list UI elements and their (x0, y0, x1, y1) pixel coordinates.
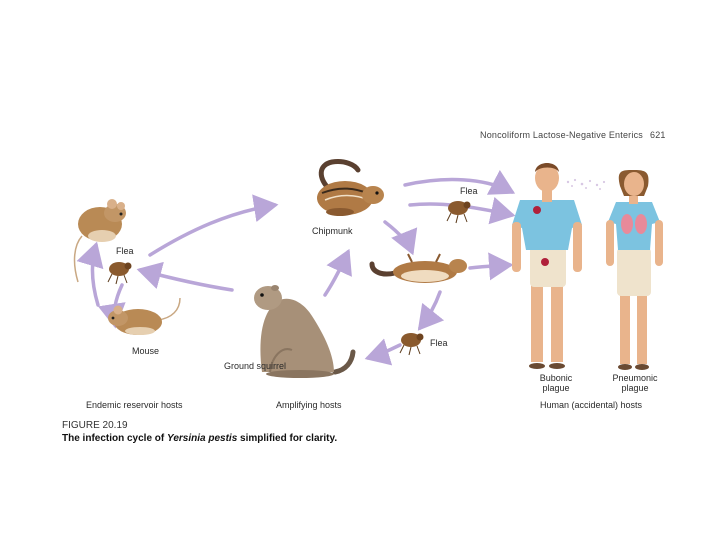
mouse-top-icon (73, 199, 126, 283)
label-chipmunk: Chipmunk (312, 226, 353, 236)
arrow-flea-to-squirrel (364, 338, 402, 366)
woman-pneumonic-plague-figure (606, 170, 663, 370)
caption-suffix: simplified for clarity. (237, 433, 338, 444)
label-flea-left: Flea (116, 246, 134, 256)
label-mouse: Mouse (132, 346, 160, 356)
arrow-mouse-to-flea (76, 241, 104, 307)
aerosol-dots-icon (566, 178, 606, 190)
arrow-dead-chipmunk-to-human (468, 252, 514, 281)
caption-prefix: The infection cycle of (62, 433, 168, 444)
figure-number: FIGURE 20.19 (62, 420, 128, 431)
arrow-squirrel-to-chipmunk (323, 248, 352, 297)
mouse-bottom-icon (108, 297, 181, 335)
label-flea-bottom: Flea (430, 338, 448, 348)
label-ground-squirrel: Ground squirrel (224, 361, 287, 371)
figure-caption: The infection cycle of Yersinia pestis s… (62, 433, 337, 444)
label-pneumonic-plague: Pneumonic plague (608, 373, 662, 393)
arrow-chipmunk-to-human (403, 169, 516, 195)
label-bubonic-line2: plague (542, 383, 570, 393)
ground-squirrel-icon (254, 285, 356, 378)
section-endemic-reservoir-hosts: Endemic reservoir hosts (86, 400, 183, 410)
caption-species: Yersinia pestis (167, 433, 238, 444)
page-number: 621 (650, 130, 666, 140)
dead-chipmunk-icon (369, 253, 467, 283)
arrow-dead-chipmunk-to-flea (417, 290, 445, 331)
section-amplifying-hosts: Amplifying hosts (276, 400, 342, 410)
arrow-chipmunk-to-dead-chipmunk (383, 220, 418, 256)
arrow-squirrel-to-flea-left (136, 261, 234, 292)
label-bubonic-line1: Bubonic (539, 373, 573, 383)
flea-top-icon (446, 201, 471, 224)
flea-bottom-icon (399, 333, 424, 356)
section-human-accidental-hosts: Human (accidental) hosts (540, 400, 643, 410)
flea-left-icon (107, 262, 132, 285)
label-bubonic-plague: Bubonic plague (534, 373, 578, 393)
running-head: Noncoliform Lactose-Negative Enterics (480, 130, 643, 140)
arrow-flea-to-chipmunk (148, 194, 279, 257)
man-bubonic-plague-figure (512, 163, 582, 369)
label-pneumonic-line2: plague (621, 383, 649, 393)
chipmunk-icon (317, 159, 384, 216)
label-flea-top: Flea (460, 186, 478, 196)
label-pneumonic-line1: Pneumonic (612, 373, 658, 383)
